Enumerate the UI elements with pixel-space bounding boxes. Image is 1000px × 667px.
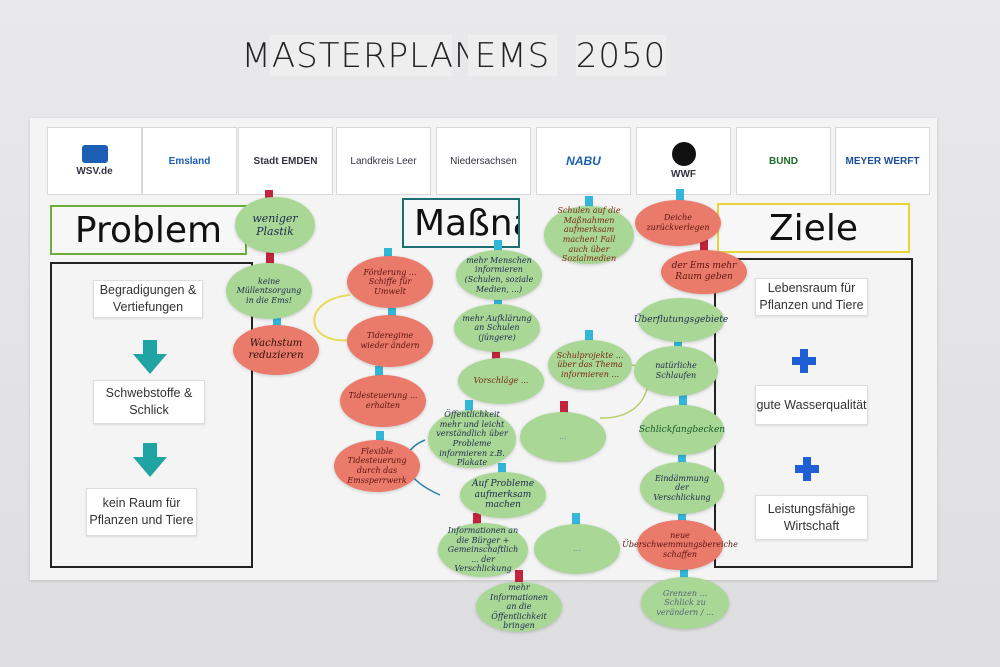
sticky-note: mehr Menschen informieren (Schulen, sozi… (456, 250, 542, 300)
sticky-note: Schlickfangbecken (639, 405, 725, 455)
tape (700, 239, 708, 253)
sticky-note: weniger Plastik (235, 197, 315, 253)
tape (572, 513, 580, 527)
problem-card: Begradigungen & Vertiefungen (93, 280, 203, 318)
title-masterplan: MASTERPLAN (241, 35, 481, 76)
problem-heading: Problem (50, 205, 247, 255)
logo-nabu: NABU (536, 127, 631, 195)
ziele-frame (714, 258, 913, 568)
sticky-note: keine Müllentsorgung in die Ems! (226, 263, 312, 319)
logo-bund: BUND (736, 127, 831, 195)
tape (498, 463, 506, 475)
tape (585, 196, 593, 210)
tape (494, 240, 502, 254)
plus-icon (795, 457, 819, 481)
sticky-note: Eindämmung der Verschlickung (640, 462, 724, 514)
logo-wwf: WWF (636, 127, 731, 195)
sticky-note: mehr Informationen an die Öffentlichkeit… (476, 582, 562, 632)
tape (375, 366, 383, 378)
sticky-note: Vorschläge ... (458, 358, 544, 404)
sticky-note: Tidesteuerung ... erhalten (340, 375, 426, 427)
logo-leer: Landkreis Leer (336, 127, 431, 195)
logo-emsland: Emsland (142, 127, 237, 195)
logo-meyer-werft: MEYER WERFT (835, 127, 930, 195)
sticky-note: der Ems mehr Raum geben (661, 250, 747, 294)
tape (266, 252, 274, 268)
sticky-note: ... (520, 412, 606, 462)
arrow-down-icon (133, 340, 167, 374)
sticky-note: Grenzen ... Schlick zu verändern / ... (641, 577, 729, 629)
logo-niedersachsen: Niedersachsen (436, 127, 531, 195)
sticky-note: Deiche zurückverlegen (635, 200, 721, 246)
sticky-note: Tideregime wieder ändern (347, 315, 433, 367)
sticky-note: Auf Probleme aufmerksam machen (460, 472, 546, 518)
tape (680, 567, 688, 580)
tape (676, 189, 684, 203)
title-2050: 2050 (575, 35, 667, 76)
tape (376, 431, 384, 443)
problem-card: kein Raum für Pflanzen und Tiere (86, 488, 197, 536)
sticky-note: ... (534, 524, 620, 574)
logo-emden: Stadt EMDEN (238, 127, 333, 195)
sticky-note: Schulen auf die Maßnahmen aufmerksam mac… (544, 206, 634, 264)
massnahmen-heading: Maßnahm (402, 198, 520, 248)
tape (465, 400, 473, 414)
ziele-card: Lebensraum für Pflanzen und Tiere (755, 278, 868, 316)
sticky-note: Informationen an die Bürger + Gemeinscha… (438, 523, 528, 577)
tape (560, 401, 568, 415)
tape (674, 337, 682, 349)
tape (678, 510, 686, 523)
tape (585, 330, 593, 344)
sticky-note: Schulprojekte ... über das Thema informi… (548, 340, 632, 390)
logo-wsv: WSV.de (47, 127, 142, 195)
plus-icon (792, 349, 816, 373)
sticky-note: Förderung ... Schiffe für Umwelt (347, 256, 433, 308)
arrow-down-icon (133, 443, 167, 477)
sticky-note: Überflutungsgebiete (634, 298, 728, 342)
sticky-note: mehr Aufklärung an Schulen (jüngere) (454, 304, 540, 352)
tape (679, 395, 687, 408)
ziele-card: gute Wasserqualität (755, 385, 868, 425)
sticky-note: neue Überschwemmungsbereiche schaffen (622, 520, 738, 570)
tape (515, 570, 523, 585)
ziele-heading: Ziele (717, 203, 910, 253)
problem-frame (50, 262, 253, 568)
tape (384, 248, 392, 260)
tape (494, 295, 502, 307)
problem-card: Schwebstoffe & Schlick (93, 380, 205, 424)
tape (492, 349, 500, 361)
tape (473, 513, 481, 527)
title-ems: EMS (468, 35, 557, 76)
ziele-card: Leistungsfähige Wirtschaft (755, 495, 868, 540)
tape (388, 308, 396, 320)
tape (678, 452, 686, 465)
sticky-note: natürliche Schlaufen (634, 346, 718, 396)
sticky-note: Öffentlichkeit mehr und leicht verständl… (428, 410, 516, 468)
tape (273, 317, 281, 329)
sticky-note: Flexible Tidesteuerung durch das Emssper… (334, 440, 420, 492)
sticky-note: Wachstum reduzieren (233, 325, 319, 375)
